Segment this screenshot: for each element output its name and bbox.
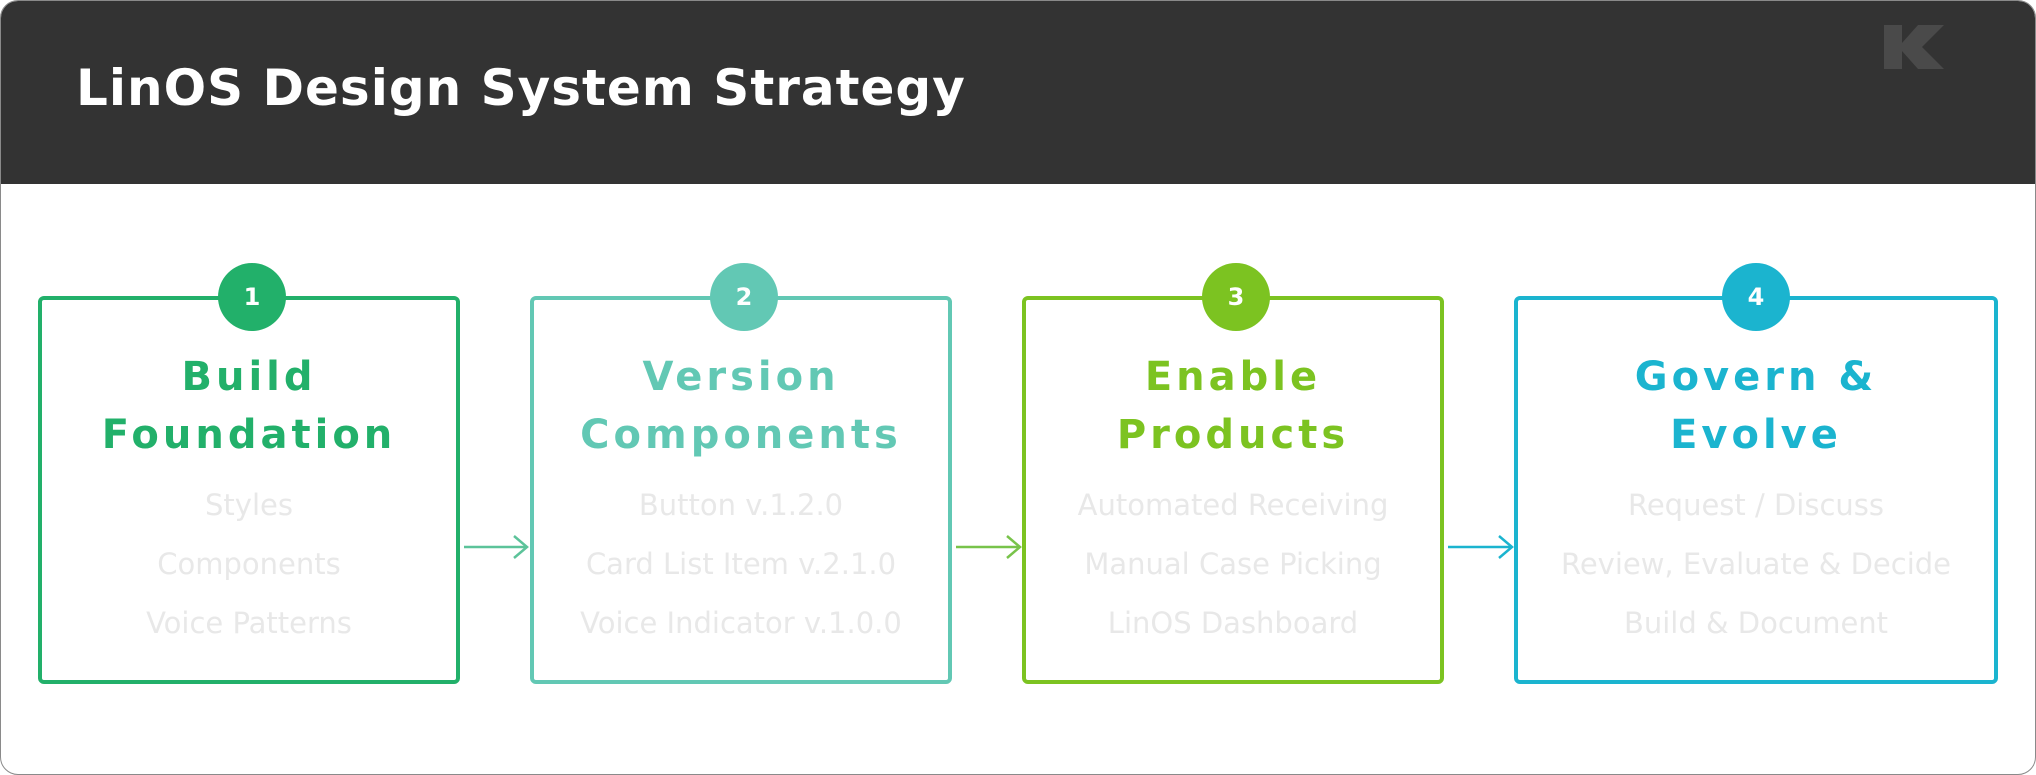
list-item: Review, Evaluate & Decide	[1560, 547, 1952, 581]
list-item: Manual Case Picking	[1084, 547, 1382, 581]
step-title-line: Version	[642, 354, 840, 400]
step-title-line: Build	[181, 354, 317, 400]
step-title-line: Enable	[1144, 354, 1322, 400]
step-title-line: Evolve	[1670, 412, 1842, 458]
step-title: Govern & Evolve	[1518, 348, 1994, 464]
list-item: Card List Item v.2.1.0	[585, 547, 897, 581]
step-card-version-components: Version Components Button v.1.2.0 Card L…	[530, 296, 952, 684]
step-number-badge: 2	[710, 263, 778, 331]
list-item: Voice Patterns	[146, 606, 352, 640]
step-title-line: Components	[580, 412, 902, 458]
list-item: Automated Receiving	[1077, 488, 1389, 522]
step-item-list: Automated Receiving Manual Case Picking …	[1026, 476, 1440, 653]
step-item-list: Styles Components Voice Patterns	[42, 476, 456, 653]
step-number-badge: 4	[1722, 263, 1790, 331]
step-title: Version Components	[534, 348, 948, 464]
k-logo-icon	[1884, 25, 1944, 69]
step-card-govern-evolve: Govern & Evolve Request / Discuss Review…	[1514, 296, 1998, 684]
page-title: LinOS Design System Strategy	[76, 59, 966, 117]
step-card-enable-products: Enable Products Automated Receiving Manu…	[1022, 296, 1444, 684]
step-item-list: Request / Discuss Review, Evaluate & Dec…	[1518, 476, 1994, 653]
step-number-badge: 1	[218, 263, 286, 331]
list-item: Voice Indicator v.1.0.0	[580, 606, 902, 640]
step-title: Enable Products	[1026, 348, 1440, 464]
list-item: Components	[157, 547, 341, 581]
step-item-list: Button v.1.2.0 Card List Item v.2.1.0 Vo…	[534, 476, 948, 653]
step-title-line: Govern &	[1634, 354, 1878, 400]
list-item: Request / Discuss	[1627, 488, 1885, 522]
step-title: Build Foundation	[42, 348, 456, 464]
step-title-line: Foundation	[101, 412, 397, 458]
step-card-build-foundation: Build Foundation Styles Components Voice…	[38, 296, 460, 684]
list-item: LinOS Dashboard	[1107, 606, 1359, 640]
list-item: Build & Document	[1623, 606, 1889, 640]
list-item: Styles	[205, 488, 293, 522]
list-item: Button v.1.2.0	[638, 488, 844, 522]
step-number-badge: 3	[1202, 263, 1270, 331]
step-title-line: Products	[1116, 412, 1350, 458]
header-bar: LinOS Design System Strategy	[1, 1, 2035, 184]
